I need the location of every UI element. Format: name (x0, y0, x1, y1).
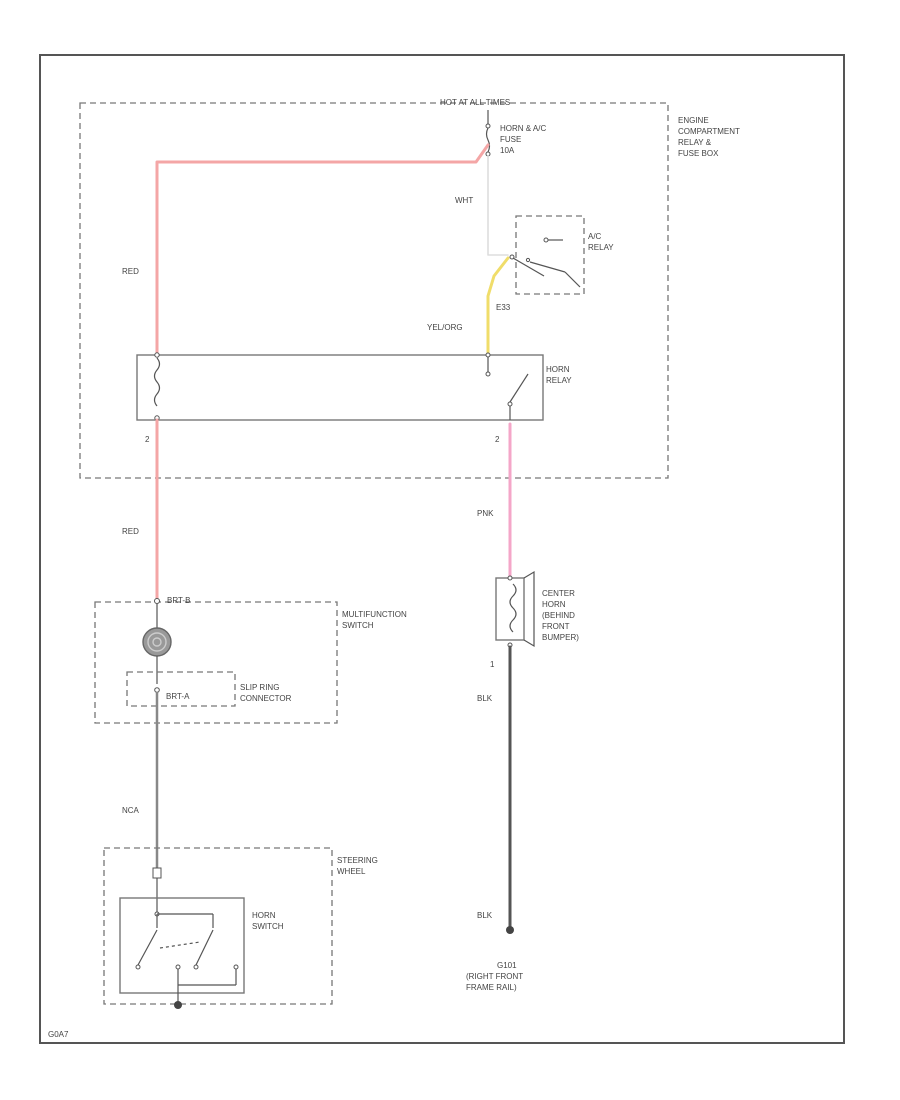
svg-text:(RIGHT FRONT: (RIGHT FRONT (466, 972, 523, 981)
svg-text:FUSE BOX: FUSE BOX (678, 149, 719, 158)
ac-relay-label: A/C RELAY (588, 232, 614, 252)
horn-relay-pin-left: 2 (145, 435, 150, 444)
multifunction-switch (94, 601, 338, 724)
svg-text:SWITCH: SWITCH (252, 922, 284, 931)
svg-text:CENTER: CENTER (542, 589, 575, 598)
ac-relay (515, 215, 585, 295)
hot-at-all-times-label: HOT AT ALL TIMES (440, 98, 510, 107)
multifunction-switch-label: MULTIFUNCTION SWITCH (342, 610, 407, 630)
white-wire (487, 155, 509, 256)
svg-text:FRONT: FRONT (542, 622, 570, 631)
svg-text:BRT-A: BRT-A (166, 692, 190, 701)
horn-pin-label: 1 (490, 660, 495, 669)
yellow-wire-label: YEL/ORG (427, 323, 463, 332)
white-wire-label: WHT (455, 196, 473, 205)
horn-relay-switch (485, 352, 529, 420)
svg-text:MULTIFUNCTION: MULTIFUNCTION (342, 610, 407, 619)
engine-compartment-fuse-box (79, 102, 669, 479)
svg-text:CONNECTOR: CONNECTOR (240, 694, 292, 703)
red-wire-top (155, 143, 490, 356)
svg-text:HORN: HORN (252, 911, 276, 920)
svg-text:STEERING: STEERING (337, 856, 378, 865)
svg-text:(BEHIND: (BEHIND (542, 611, 575, 620)
horn-relay-pin-right: 2 (495, 435, 500, 444)
svg-text:RELAY: RELAY (588, 243, 614, 252)
gray-wire-label: NCA (122, 806, 140, 815)
svg-text:10A: 10A (500, 146, 515, 155)
svg-text:SLIP RING: SLIP RING (240, 683, 279, 692)
center-horn-label: CENTER HORN (BEHIND FRONT BUMPER) (542, 589, 579, 642)
ground-label: G101 (RIGHT FRONT FRAME RAIL) (466, 961, 523, 992)
connector-brt-a: BRT-A (154, 687, 190, 701)
horn-switch (119, 897, 245, 994)
ac-relay-pin-label: E33 (496, 303, 511, 312)
horn-relay-label: HORN RELAY (546, 365, 572, 385)
horn-switch-label: HORN SWITCH (252, 911, 284, 931)
center-horn (495, 570, 535, 648)
yellow-wire (486, 256, 510, 356)
connector-brt-b: BRT-B (154, 596, 190, 605)
black-wire-label-bottom: BLK (477, 911, 493, 920)
horn-relay-coil (153, 352, 161, 421)
steering-wheel (103, 847, 333, 1005)
svg-text:HORN: HORN (546, 365, 570, 374)
svg-text:RELAY: RELAY (546, 376, 572, 385)
svg-text:ENGINE: ENGINE (678, 116, 709, 125)
slip-ring-connector (126, 671, 236, 707)
engine-box-label: ENGINE COMPARTMENT RELAY & FUSE BOX (678, 116, 740, 158)
horn-switch-contacts (135, 911, 239, 1002)
red-wire-label-top: RED (122, 267, 139, 276)
fuse-label: HORN & A/C FUSE 10A (500, 124, 546, 155)
svg-text:COMPARTMENT: COMPARTMENT (678, 127, 740, 136)
horn-relay (136, 354, 544, 421)
clockspring-coil (142, 604, 172, 684)
steering-wheel-label: STEERING WHEEL (337, 856, 378, 876)
svg-text:A/C: A/C (588, 232, 602, 241)
svg-text:FUSE: FUSE (500, 135, 521, 144)
slip-ring-label: SLIP RING CONNECTOR (240, 683, 292, 703)
pink-wire-label: PNK (477, 509, 494, 518)
steering-wheel-connector (152, 867, 162, 879)
ground-g101 (506, 926, 514, 934)
svg-text:SWITCH: SWITCH (342, 621, 374, 630)
figure-id: G0A7 (48, 1030, 69, 1039)
svg-text:RELAY &: RELAY & (678, 138, 712, 147)
red-wire-label-bottom: RED (122, 527, 139, 536)
svg-text:FRAME RAIL): FRAME RAIL) (466, 983, 517, 992)
svg-text:BRT-B: BRT-B (167, 596, 190, 605)
diagram-frame (39, 54, 845, 1044)
svg-text:HORN & A/C: HORN & A/C (500, 124, 546, 133)
svg-text:BUMPER): BUMPER) (542, 633, 579, 642)
ac-relay-contacts (509, 237, 581, 288)
black-wire-label-top: BLK (477, 694, 493, 703)
svg-text:G101: G101 (497, 961, 517, 970)
svg-text:HORN: HORN (542, 600, 566, 609)
svg-text:WHEEL: WHEEL (337, 867, 366, 876)
horn-ac-fuse (485, 110, 491, 157)
steering-ground-terminal (174, 1001, 182, 1009)
